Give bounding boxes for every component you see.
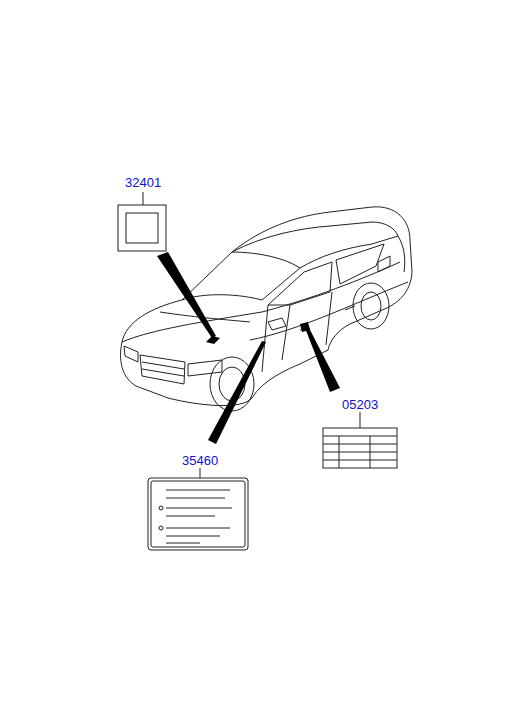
callout-number: 05203 [341, 398, 379, 411]
callout-number: 32401 [124, 176, 162, 189]
callout-number: 35460 [181, 454, 219, 467]
